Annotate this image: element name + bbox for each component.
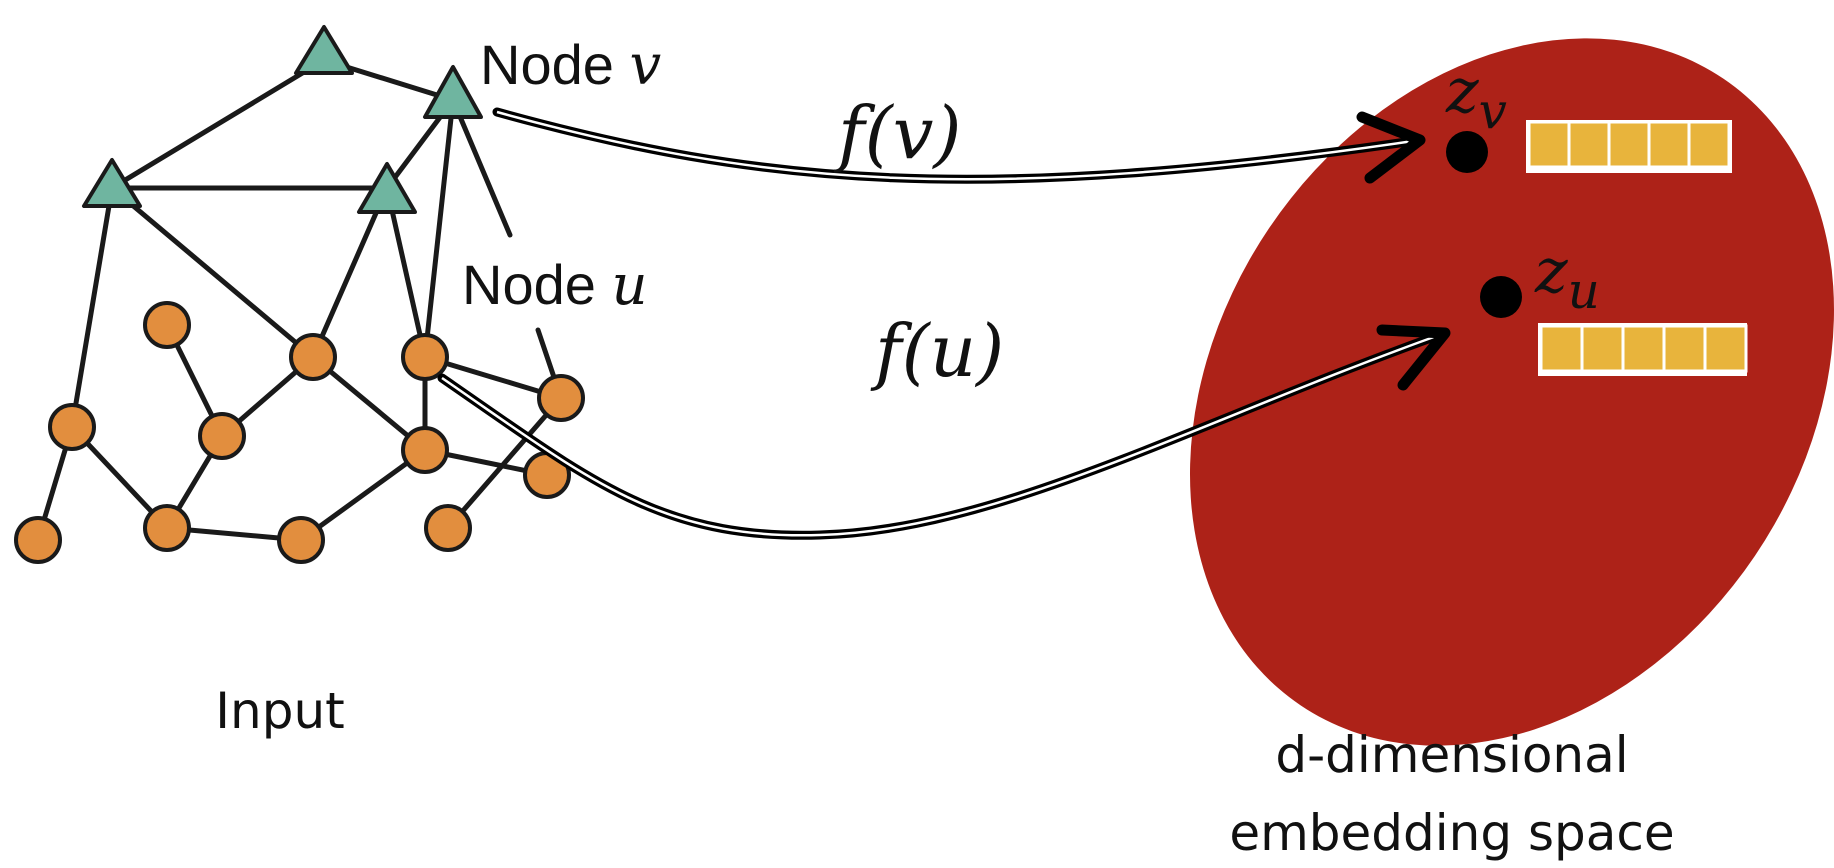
circle-node-c1 (143, 301, 191, 349)
edge-t3-c13 (69, 185, 115, 430)
vector-cell (1662, 324, 1707, 373)
edge-c10-c12 (445, 395, 564, 531)
vector-cell (1580, 324, 1625, 373)
embedding-vector-z-v (1526, 120, 1732, 173)
triangle-nodes (82, 25, 483, 214)
embedding-label-z-v: zv (1445, 54, 1507, 140)
embedding-space-label-line1: d-dimensional (1275, 726, 1628, 784)
circle-node-c6 (48, 403, 96, 451)
node-u-label: Node u (462, 253, 648, 318)
vector-cell (1607, 120, 1651, 169)
embedding-point-z-v (1446, 131, 1488, 173)
edge-t2-c4 (422, 97, 456, 360)
function-label-f-v: f(v) (833, 91, 962, 175)
mapping-arrows (437, 107, 1451, 540)
function-label-f-u: f(u) (870, 309, 1004, 393)
edge-t4-c3 (310, 185, 390, 360)
embedding-point-z-u (1480, 276, 1522, 318)
vector-cell (1539, 324, 1584, 373)
arrow-f-u-inner (441, 331, 1446, 537)
vector-cell (1687, 120, 1731, 169)
arrow-f-v-inner (496, 110, 1421, 181)
vector-cell (1567, 120, 1611, 169)
edge-c8-c9 (298, 447, 428, 543)
embedding-label-z-u: zu (1534, 234, 1600, 320)
circle-node-c12 (277, 516, 325, 564)
arrowhead-f-v (1356, 111, 1426, 184)
circle-nodes (14, 301, 585, 564)
vector-cell (1621, 324, 1666, 373)
circle-node-c5 (537, 374, 585, 422)
circle-node-c3 (289, 333, 337, 381)
circle-node-c7 (401, 426, 449, 474)
embedding-vector-z-u (1538, 323, 1748, 376)
triangle-node-t4 (357, 162, 417, 214)
circle-node-c2 (198, 412, 246, 460)
vector-cell (1527, 120, 1571, 169)
vector-cell (1647, 120, 1691, 169)
triangle-node-v (423, 65, 483, 119)
edge-c3-c9 (310, 354, 428, 453)
triangle-node-t1 (294, 25, 354, 75)
embedding-space (1190, 38, 1834, 746)
input-label: Input (215, 682, 344, 740)
triangle-node-t3 (82, 158, 142, 208)
edge-t1-t3 (109, 57, 327, 191)
circle-node-c10 (424, 504, 472, 552)
edge-t3-c3 (109, 185, 316, 360)
embedding-space-label-line2: embedding space (1229, 804, 1674, 862)
arrowhead-f-u (1376, 324, 1451, 391)
circle-node-u (401, 333, 449, 381)
edge-t4-c4 (384, 185, 428, 360)
circle-node-c11 (14, 516, 62, 564)
circle-node-c9 (143, 504, 191, 552)
node-v-label: Node v (480, 33, 661, 98)
vector-cell (1703, 324, 1748, 373)
edge-t2-stub (450, 97, 513, 238)
